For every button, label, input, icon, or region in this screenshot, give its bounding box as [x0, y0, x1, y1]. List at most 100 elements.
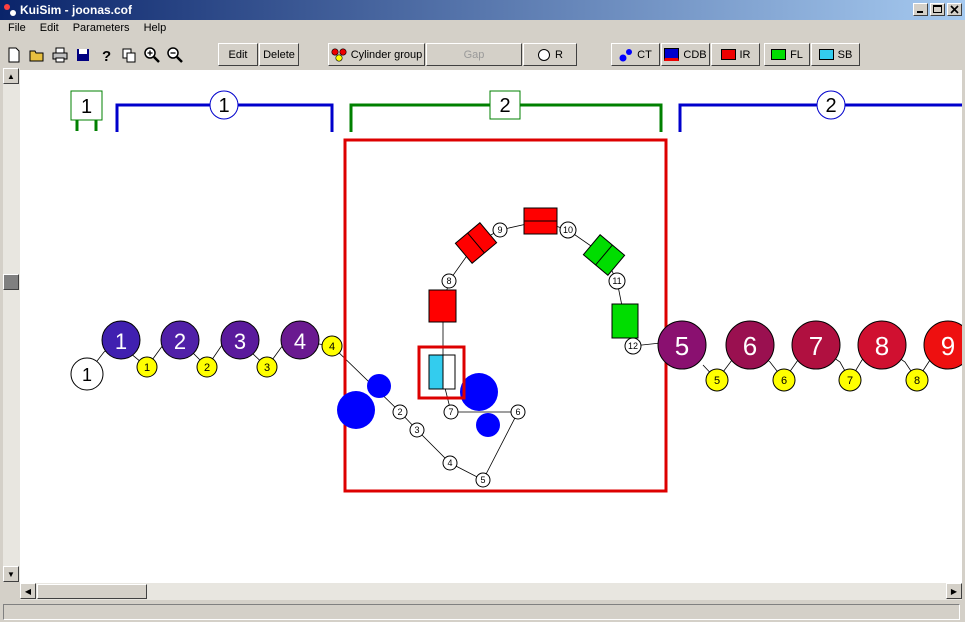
- cylinder-group-bracket-1[interactable]: 1: [115, 90, 334, 132]
- path-node-label: 12: [628, 341, 638, 351]
- delete-label: Delete: [263, 48, 295, 61]
- path-node-9[interactable]: 9: [492, 222, 508, 238]
- cylinder-group-bracket-2[interactable]: 2: [678, 90, 962, 132]
- menu-edit[interactable]: Edit: [39, 22, 59, 34]
- menu-help[interactable]: Help: [143, 22, 167, 34]
- path-node-12[interactable]: 12: [624, 337, 642, 355]
- small-cylinder-1[interactable]: 1: [136, 356, 158, 378]
- sb-button[interactable]: SB: [811, 43, 860, 66]
- cylinder-5[interactable]: 5: [657, 320, 707, 370]
- small-cylinder-7[interactable]: 7: [838, 368, 862, 392]
- minimize-button[interactable]: [913, 3, 928, 16]
- cylinder-1[interactable]: 1: [101, 320, 141, 360]
- ct-circle[interactable]: [476, 413, 500, 437]
- path-node-4[interactable]: 4: [442, 455, 458, 471]
- ct-button[interactable]: CT: [611, 43, 660, 66]
- small-cylinder-8[interactable]: 8: [905, 368, 929, 392]
- horizontal-scroll-thumb[interactable]: [37, 584, 147, 599]
- group-label: 2: [825, 95, 836, 117]
- cylinder-3[interactable]: 3: [220, 320, 260, 360]
- ct-label: CT: [637, 48, 652, 61]
- arrow-up-icon: ▲: [7, 71, 15, 81]
- sb-swatch-icon: [818, 49, 834, 60]
- ir-element[interactable]: [523, 207, 558, 235]
- sb-label: SB: [837, 48, 853, 61]
- menu-file[interactable]: File: [8, 22, 26, 34]
- path-node-11[interactable]: 11: [608, 272, 626, 290]
- selection-frame[interactable]: [343, 138, 668, 493]
- cdb-swatch-icon: [664, 48, 680, 61]
- save-icon[interactable]: [74, 46, 92, 64]
- cylinder-7[interactable]: 7: [791, 320, 841, 370]
- cylinder-white[interactable]: 1: [70, 357, 104, 391]
- menu-parameters[interactable]: Parameters: [72, 22, 130, 34]
- fl-element[interactable]: [582, 234, 626, 276]
- simulation-canvas[interactable]: 1 1 2 2 1 1 2 3: [20, 70, 962, 583]
- vertical-scroll-thumb[interactable]: [3, 274, 19, 290]
- r-button[interactable]: R: [523, 43, 577, 66]
- cylinder-9[interactable]: 9: [923, 320, 962, 370]
- cylinder-label: 1: [82, 365, 92, 385]
- sb-element[interactable]: [417, 345, 466, 400]
- cdb-button[interactable]: CDB: [661, 43, 710, 66]
- path-node-5[interactable]: 5: [475, 472, 491, 488]
- small-cylinder-5[interactable]: 5: [705, 368, 729, 392]
- small-cylinder-label: 7: [847, 375, 853, 387]
- close-button[interactable]: [947, 3, 962, 16]
- ir-button[interactable]: IR: [711, 43, 760, 66]
- maximize-button[interactable]: [930, 3, 945, 16]
- small-cylinder-6[interactable]: 6: [772, 368, 796, 392]
- cylinder-group-button[interactable]: Cylinder group: [328, 43, 425, 66]
- zoom-in-icon[interactable]: [143, 46, 161, 64]
- minimize-icon: [917, 11, 923, 13]
- cylinder-2[interactable]: 2: [160, 320, 200, 360]
- scroll-right-button[interactable]: ▶: [946, 583, 962, 599]
- vertical-scrollbar[interactable]: ▲ ▼: [3, 68, 20, 582]
- diagram: 1 1 2 2 1 1 2 3: [70, 90, 962, 493]
- copy-icon[interactable]: [120, 46, 138, 64]
- cylinder-8[interactable]: 8: [857, 320, 907, 370]
- new-file-icon[interactable]: [5, 46, 23, 64]
- cylinder-4[interactable]: 4: [280, 320, 320, 360]
- section-bracket-2[interactable]: 2: [349, 90, 663, 132]
- cylinder-label: 9: [941, 331, 955, 361]
- cdb-label: CDB: [683, 48, 707, 61]
- path-node-label: 5: [480, 475, 485, 485]
- ct-circle[interactable]: [337, 391, 375, 429]
- zoom-out-icon[interactable]: [166, 46, 184, 64]
- ir-element[interactable]: [428, 289, 457, 323]
- fl-element[interactable]: [611, 303, 639, 339]
- print-icon[interactable]: [51, 46, 69, 64]
- horizontal-scrollbar[interactable]: ◀ ▶: [20, 583, 962, 600]
- path-node-10[interactable]: 10: [559, 221, 577, 239]
- section-marker-1[interactable]: 1: [70, 90, 103, 131]
- fl-button[interactable]: FL: [764, 43, 810, 66]
- path-node-3[interactable]: 3: [409, 422, 425, 438]
- path-node-8[interactable]: 8: [441, 273, 457, 289]
- small-cylinder-3[interactable]: 3: [256, 356, 278, 378]
- scroll-down-button[interactable]: ▼: [3, 566, 19, 582]
- path-node-7[interactable]: 7: [443, 404, 459, 420]
- small-cylinder-label: 2: [204, 362, 210, 374]
- path-node-2[interactable]: 2: [392, 404, 408, 420]
- delete-button[interactable]: Delete: [259, 43, 299, 66]
- sb-selection: [417, 345, 466, 400]
- scroll-left-button[interactable]: ◀: [20, 583, 36, 599]
- ct-circle[interactable]: [367, 374, 391, 398]
- gap-button[interactable]: Gap: [426, 43, 522, 66]
- ir-element[interactable]: [454, 222, 498, 264]
- help-icon[interactable]: ?: [97, 46, 115, 64]
- small-cylinder-4[interactable]: 4: [321, 335, 343, 357]
- small-cylinder-2[interactable]: 2: [196, 356, 218, 378]
- path-node-6[interactable]: 6: [510, 404, 526, 420]
- ct-circle[interactable]: [460, 373, 498, 411]
- edit-button[interactable]: Edit: [218, 43, 258, 66]
- scroll-up-button[interactable]: ▲: [3, 68, 19, 84]
- svg-text:?: ?: [102, 48, 111, 64]
- open-folder-icon[interactable]: [28, 46, 46, 64]
- maximize-icon: [933, 5, 942, 13]
- small-cylinder-label: 5: [714, 375, 720, 387]
- cylinder-group-icon: [331, 47, 347, 62]
- ir-label: IR: [739, 48, 751, 61]
- cylinder-6[interactable]: 6: [725, 320, 775, 370]
